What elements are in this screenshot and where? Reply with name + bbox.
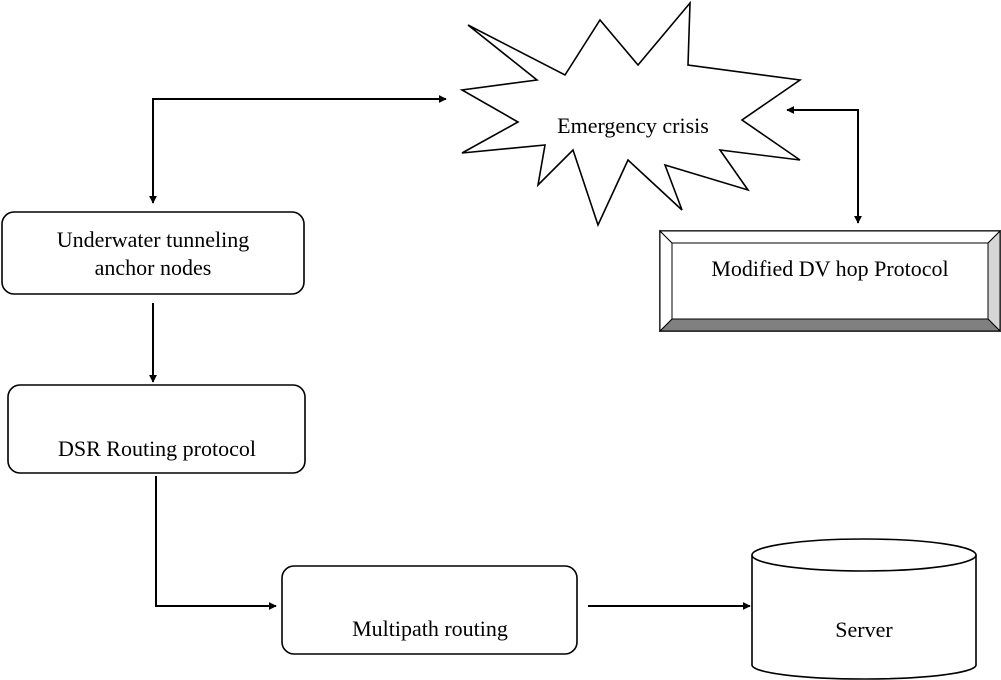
dv-hop-bevel-top [658, 230, 1001, 244]
server-label: Server [835, 617, 893, 642]
dv-hop-bevel-left [659, 229, 673, 333]
multipath-routing-box [281, 565, 578, 655]
connector-dsr-multipath [155, 476, 277, 610]
dsr-routing-box [7, 384, 306, 474]
dsr-routing-node: DSR Routing protocol [7, 384, 306, 474]
dv-hop-bevel-right [987, 229, 1001, 333]
multipath-routing-node: Multipath routing [281, 565, 578, 655]
connector-emergency-dvhop [786, 106, 862, 224]
modified-dv-hop-label: Modified DV hop Protocol [711, 256, 948, 281]
emergency-crisis-node: Emergency crisis [459, 0, 803, 228]
underwater-anchor-label-line2: anchor nodes [95, 255, 212, 280]
multipath-routing-label: Multipath routing [352, 616, 508, 641]
underwater-anchor-box [1, 211, 305, 295]
dsr-routing-label: DSR Routing protocol [58, 436, 256, 461]
connectors [149, 95, 862, 610]
starburst-shape [459, 0, 803, 228]
dv-hop-bevel-bottom [658, 318, 1001, 332]
modified-dv-hop-node: Modified DV hop Protocol [658, 229, 1001, 333]
server-node: Server [751, 538, 977, 680]
emergency-crisis-label: Emergency crisis [557, 113, 709, 138]
server-cylinder-top [751, 538, 977, 572]
dv-hop-inner-face [671, 242, 989, 320]
server-cylinder-body [751, 555, 977, 680]
underwater-anchor-nodes-node: Underwater tunneling anchor nodes [1, 211, 305, 295]
underwater-anchor-label-line1: Underwater tunneling [57, 227, 249, 252]
connector-underwater-emergency [149, 95, 447, 204]
